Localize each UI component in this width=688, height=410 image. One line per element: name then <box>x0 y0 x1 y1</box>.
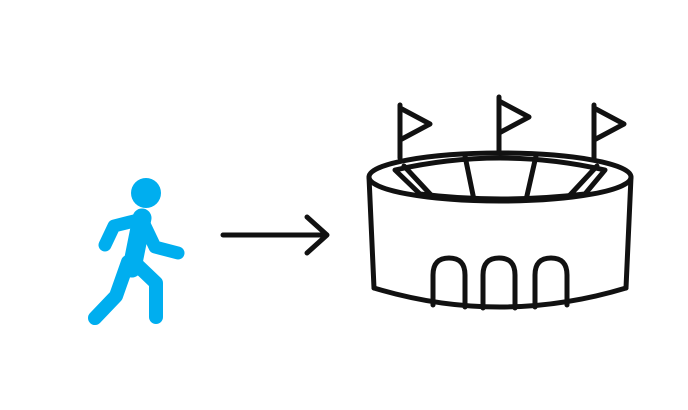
stand-divider-2 <box>462 153 477 203</box>
flag-left-icon <box>397 102 433 161</box>
stadium-arch-right <box>532 255 570 310</box>
stadium-arch-left <box>430 255 468 310</box>
arrow-right-icon <box>220 214 330 256</box>
person-front-arm <box>138 219 185 260</box>
person-back-leg <box>88 255 135 325</box>
flag-center-icon <box>496 94 532 155</box>
stadium-right-wall <box>623 174 634 291</box>
stand-divider-4 <box>567 163 600 198</box>
stadium-arch-center <box>480 255 518 311</box>
stand-divider-1 <box>401 163 434 198</box>
person-front-leg <box>127 255 163 324</box>
stadium-icon <box>366 94 634 311</box>
stadium-left-wall <box>366 174 377 291</box>
person-back-arm <box>98 213 145 252</box>
person-head <box>131 178 161 208</box>
stadium-base <box>371 285 629 310</box>
flag-right-icon <box>591 102 627 163</box>
walking-person-icon <box>88 178 185 325</box>
stand-divider-3 <box>523 153 539 203</box>
stadium-inner-stand <box>392 155 608 202</box>
arrow-head <box>304 214 330 256</box>
